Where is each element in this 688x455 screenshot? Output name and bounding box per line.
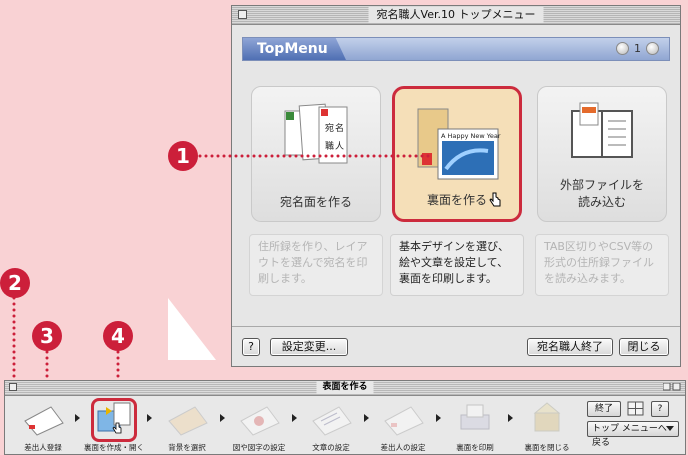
card-label: 裏面を作る <box>426 193 487 207</box>
background-card-icon <box>168 406 208 436</box>
art-char-3: 職 <box>325 141 334 152</box>
art-happy-new-year: A Happy New Year <box>441 132 501 140</box>
page-nav: 1 <box>616 42 659 55</box>
sender-settings-card-icon <box>384 406 424 436</box>
window-title: 宛名職人Ver.10 トップメニュー <box>368 7 544 23</box>
step-label: 裏面を印刷 <box>456 443 494 452</box>
quit-button[interactable]: 宛名職人終了 <box>527 338 613 356</box>
step-arrow-icon <box>220 414 225 422</box>
help-button[interactable]: ? <box>242 338 260 356</box>
close-box-icon[interactable] <box>238 10 247 19</box>
card-description-back: 基本デザインを選び、絵や文章を設定して、裏面を印刷します。 <box>390 234 524 296</box>
toolbar-title: 表面を作る <box>316 381 374 394</box>
chevron-down-icon <box>666 426 674 431</box>
callout-4: 4 <box>103 321 133 351</box>
art-char-1: 宛 <box>325 122 334 134</box>
step-print-back[interactable]: 裏面を印刷 <box>445 399 505 453</box>
step-label: 背景を選択 <box>168 443 206 452</box>
step-arrow-icon <box>75 414 80 422</box>
toolbar-title-bar[interactable]: 表面を作る <box>5 381 685 396</box>
text-card-icon <box>312 406 352 436</box>
card-import-file[interactable]: 外部ファイルを読み込む <box>537 86 667 222</box>
art-char-4: 人 <box>335 141 344 152</box>
printer-icon <box>460 404 490 430</box>
back-side-toolbar: 表面を作る 差出人登録 裏面を作成・開く 背景を選択 図や図字の設定 文章の設定… <box>4 380 686 455</box>
step-sender-registration[interactable]: 差出人登録 <box>13 399 73 453</box>
prev-page-icon[interactable] <box>616 42 629 55</box>
close-button[interactable]: 閉じる <box>619 338 669 356</box>
toolbar-zoom-icon[interactable] <box>663 383 681 391</box>
step-label: 差出人登録 <box>24 443 62 452</box>
step-arrow-icon <box>364 414 369 422</box>
new-year-cards-icon: A Happy New Year <box>417 108 501 180</box>
close-card-icon <box>533 402 561 432</box>
open-folder-icon <box>97 402 131 434</box>
page-number: 1 <box>634 42 641 55</box>
top-menu-window: 宛名職人Ver.10 トップメニュー TopMenu 1 宛 名 職 人 宛名面… <box>231 5 681 367</box>
image-card-icon <box>240 406 280 436</box>
window-divider <box>232 326 680 327</box>
back-to-top-menu-popup[interactable]: トップ メニューへ 戻る <box>587 421 679 448</box>
callout-2: 2 <box>0 268 30 298</box>
art-char-2: 名 <box>335 122 344 134</box>
topmenu-label: TopMenu <box>243 38 346 60</box>
topmenu-bar: TopMenu 1 <box>242 37 670 61</box>
step-sender-settings[interactable]: 差出人の設定 <box>373 399 433 453</box>
step-label: 裏面を閉じる <box>524 443 570 452</box>
step-label: 図や図字の設定 <box>232 443 286 452</box>
hand-cursor-icon <box>489 192 501 207</box>
import-file-icon <box>571 102 633 158</box>
step-create-open-back[interactable]: 裏面を作成・開く <box>84 399 144 453</box>
selected-step-highlight <box>91 398 137 442</box>
callout-3: 3 <box>32 321 62 351</box>
sender-card-icon <box>24 406 64 436</box>
toolbar-close-box-icon[interactable] <box>9 383 17 391</box>
step-text-settings[interactable]: 文章の設定 <box>301 399 361 453</box>
layout-grid-icon[interactable] <box>627 401 645 417</box>
step-select-background[interactable]: 背景を選択 <box>157 399 217 453</box>
step-label: 文章の設定 <box>312 443 350 452</box>
callout-1: 1 <box>168 141 198 171</box>
card-description-import: TAB区切りやCSV等の形式の住所録ファイルを読み込みます。 <box>535 234 669 296</box>
toolbar-help-button[interactable]: ? <box>651 401 669 417</box>
address-cards-icon: 宛 名 職 人 <box>284 103 348 164</box>
settings-button[interactable]: 設定変更... <box>270 338 348 356</box>
step-arrow-icon <box>436 414 441 422</box>
card-address-side[interactable]: 宛 名 職 人 宛名面を作る <box>251 86 381 222</box>
step-arrow-icon <box>147 414 152 422</box>
next-page-icon[interactable] <box>646 42 659 55</box>
card-description-address: 住所録を作り、レイアウトを選んで宛名を印刷します。 <box>249 234 383 296</box>
decorative-triangle <box>168 298 216 360</box>
step-close-back[interactable]: 裏面を閉じる <box>517 399 577 453</box>
step-label: 裏面を作成・開く <box>84 443 144 452</box>
step-arrow-icon <box>292 414 297 422</box>
step-label: 差出人の設定 <box>380 443 426 452</box>
step-arrow-icon <box>508 414 513 422</box>
card-back-side[interactable]: A Happy New Year 裏面を作る <box>392 86 522 222</box>
window-title-bar[interactable]: 宛名職人Ver.10 トップメニュー <box>232 6 680 25</box>
end-button[interactable]: 終了 <box>587 401 621 417</box>
card-label: 宛名面を作る <box>279 195 352 209</box>
step-image-settings[interactable]: 図や図字の設定 <box>229 399 289 453</box>
back-to-top-label: トップ メニューへ 戻る <box>592 424 667 448</box>
card-label: 外部ファイルを読み込む <box>559 178 644 209</box>
